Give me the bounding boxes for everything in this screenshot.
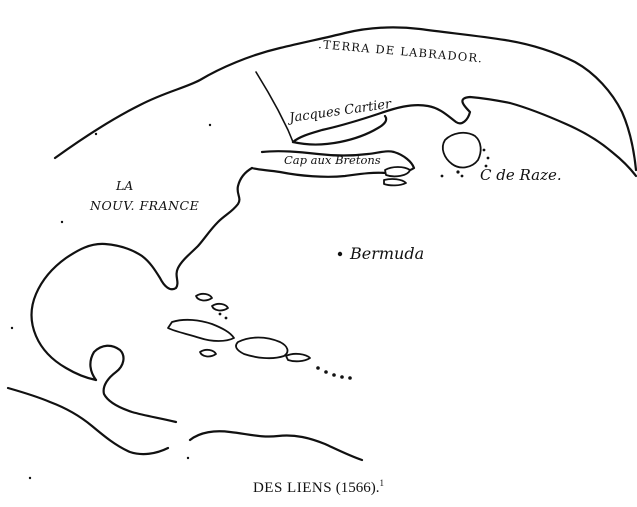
label-cap-aux-bretons: Cap aux Bretons <box>284 153 381 167</box>
island-dot <box>10 326 14 330</box>
east-coastline <box>30 166 254 382</box>
puerto-rico-island <box>285 352 311 363</box>
small-island <box>384 166 411 178</box>
gulf-coastline <box>89 344 178 424</box>
island-dot <box>482 148 486 152</box>
island-dot <box>218 312 222 316</box>
central-america-coastline <box>6 386 170 456</box>
island-dot <box>60 220 64 224</box>
island-dot <box>440 174 444 178</box>
jamaica-island <box>199 348 217 358</box>
island-dot <box>484 164 488 168</box>
island-dot <box>224 316 228 320</box>
label-bermuda: Bermuda <box>349 244 424 263</box>
label-la: LA <box>115 178 133 193</box>
south-america-coastline <box>188 430 364 462</box>
cape-breton-coastline <box>250 150 416 178</box>
label-labrador: .TERRA DE LABRADOR. <box>318 37 484 65</box>
island-dot <box>456 170 460 174</box>
cuba-island <box>167 318 235 342</box>
small-island <box>383 178 407 187</box>
island-dot <box>340 375 344 379</box>
map-caption: DES LIENS (1566).1 <box>0 478 637 497</box>
river-line <box>255 71 294 143</box>
island-dot <box>460 174 464 178</box>
north-shore-coastline <box>291 95 637 178</box>
caption-year: (1566). <box>335 480 380 496</box>
south-shore-coastline <box>291 114 388 146</box>
island-dot <box>348 376 352 380</box>
bahamas-island <box>195 292 213 302</box>
island-dot <box>486 156 490 160</box>
labrador-coastline <box>53 26 637 172</box>
caption-text: DES LIENS <box>252 480 333 496</box>
island-dot <box>28 476 32 480</box>
hispaniola-island <box>235 336 289 360</box>
caption-footnote: 1 <box>379 478 385 488</box>
island-dot <box>337 251 343 257</box>
label-jacques-cartier: Jacques Cartier <box>285 97 392 127</box>
label-nouv-france: NOUV. FRANCE <box>89 198 199 213</box>
island-dot <box>94 132 98 136</box>
island-dot <box>324 370 328 374</box>
island-dot <box>332 373 336 377</box>
newfoundland-island <box>441 131 482 169</box>
island-dot <box>316 366 320 370</box>
island-dot <box>208 123 212 127</box>
island-dot <box>186 456 190 460</box>
bahamas-island <box>211 302 229 312</box>
label-c-de-raze: C de Raze. <box>480 166 562 184</box>
